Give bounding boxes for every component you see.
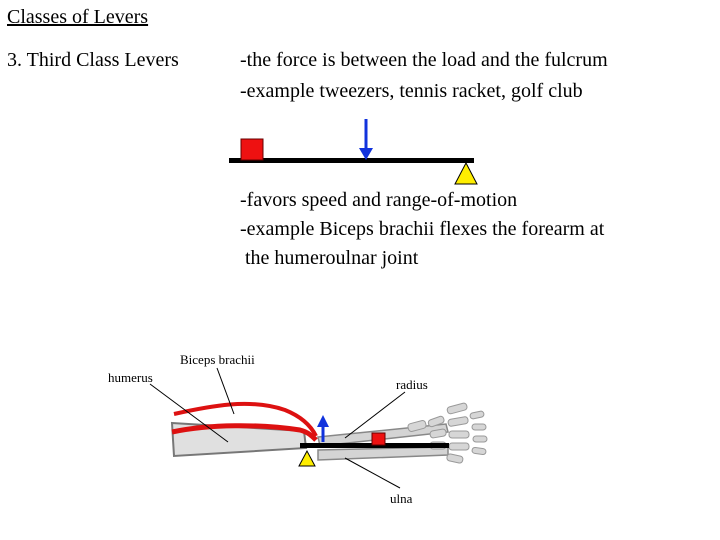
arm-force-arrow-icon — [317, 415, 329, 427]
load-box — [240, 138, 264, 161]
arm-illustration — [149, 367, 488, 489]
biceps-leader-line — [216, 367, 235, 415]
ulna-bone — [317, 446, 449, 461]
description-line-2: -example tweezers, tennis racket, golf c… — [240, 80, 583, 102]
details-line-1: -favors speed and range-of-motion — [240, 189, 518, 211]
force-arrow-icon — [359, 148, 373, 160]
biceps-muscle-lower — [171, 423, 318, 442]
ulna-label: ulna — [390, 491, 413, 506]
biceps-label: Biceps brachii — [180, 352, 255, 367]
arm-load-box — [371, 432, 386, 446]
description-line-1: -the force is between the load and the f… — [240, 49, 608, 71]
biceps-muscle-upper — [173, 401, 318, 437]
details-line-3: the humeroulnar joint — [240, 247, 419, 269]
ulna-leader-line — [344, 457, 401, 489]
humerus-label: humerus — [108, 370, 153, 385]
section-heading: 3. Third Class Levers — [7, 49, 179, 71]
humerus-leader-line — [149, 383, 229, 443]
radius-label: radius — [396, 377, 428, 392]
fulcrum-triangle-icon — [454, 161, 478, 185]
lever-beam — [229, 158, 474, 163]
radius-leader-line — [344, 391, 406, 439]
details-line-2: -example Biceps brachii flexes the forea… — [240, 218, 605, 240]
lever-diagram — [229, 119, 478, 185]
page-title: Classes of Levers — [7, 6, 149, 28]
hand-bones — [407, 402, 488, 464]
arm-fulcrum-triangle-icon — [298, 449, 316, 467]
